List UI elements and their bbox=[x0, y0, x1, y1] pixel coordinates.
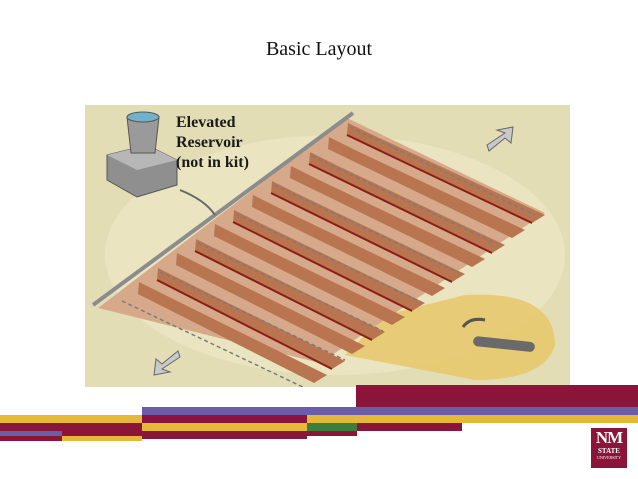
supply-tube bbox=[179, 189, 216, 216]
drip-layout-illustration bbox=[85, 105, 570, 387]
reservoir-callout: Elevated Reservoir (not in kit) bbox=[176, 113, 249, 173]
bed-edges bbox=[156, 134, 533, 370]
flow-arrow-top-right bbox=[486, 126, 514, 152]
drip-lines bbox=[121, 126, 536, 387]
emitter-detail-icon bbox=[461, 317, 535, 352]
header-pipe bbox=[91, 111, 355, 307]
decorative-color-bands bbox=[0, 385, 638, 441]
nmsu-logo: NM STATE UNIVERSITY bbox=[591, 428, 627, 468]
slide-title: Basic Layout bbox=[265, 38, 373, 60]
flow-arrow-bottom-left bbox=[153, 350, 181, 376]
callout-line-1: Elevated bbox=[176, 114, 236, 131]
drip-layout-drawing bbox=[91, 111, 565, 387]
callout-line-2: Reservoir bbox=[176, 134, 243, 151]
callout-line-3: (not in kit) bbox=[176, 154, 249, 171]
